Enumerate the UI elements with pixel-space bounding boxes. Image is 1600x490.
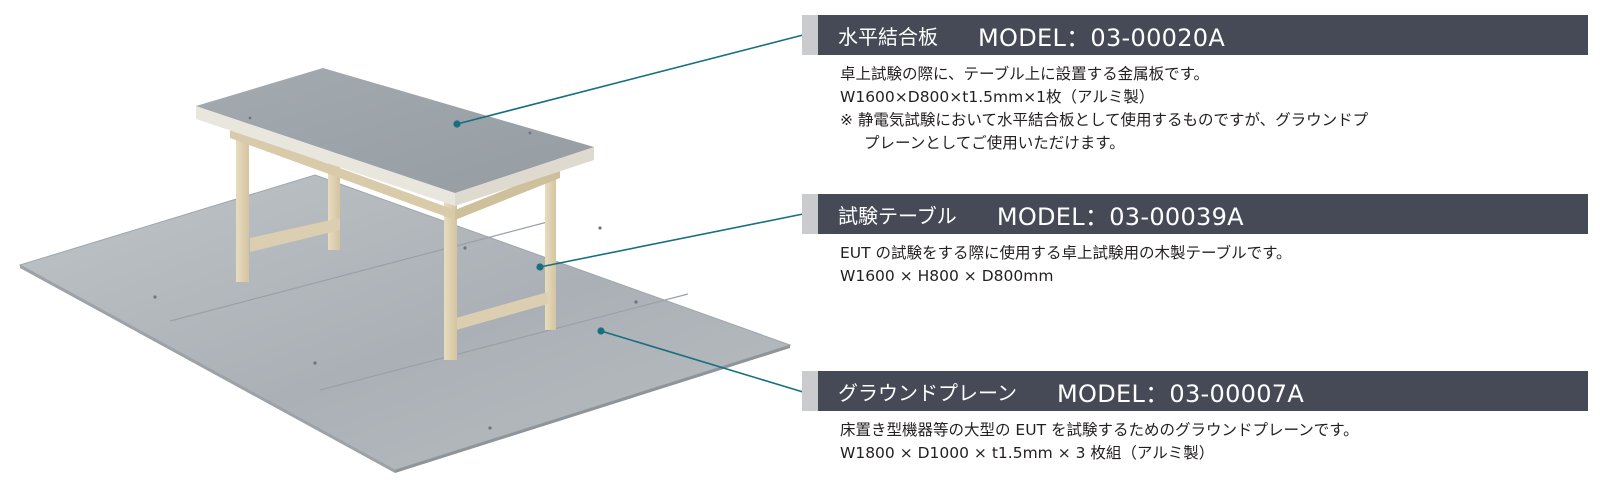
product-model: MODEL：03-00007A (1057, 379, 1305, 408)
description-line: W1800 × D1000 × t1.5mm × 3 枚組（アルミ製） (840, 444, 1215, 462)
product-description: 卓上試験の際に、テーブル上に設置する金属板です。 W1600×D800×t1.5… (818, 63, 1588, 155)
ground-plane (18, 174, 792, 473)
description-line: W1600 × H800 × D800mm (840, 267, 1054, 285)
product-illustration (18, 68, 792, 473)
product-header: 水平結合板 MODEL：03-00020A (802, 15, 1588, 55)
product-header: 試験テーブル MODEL：03-00039A (802, 194, 1588, 234)
product-header: グラウンドプレーン MODEL：03-00007A (802, 371, 1588, 411)
product-model: MODEL：03-00020A (978, 23, 1226, 52)
product-test-table: 試験テーブル MODEL：03-00039A EUT の試験をする際に使用する卓… (802, 194, 1588, 288)
product-name: グラウンドプレーン (838, 380, 1017, 405)
product-ground-plane: グラウンドプレーン MODEL：03-00007A 床置き型機器等の大型の EU… (802, 371, 1588, 465)
product-description: EUT の試験をする際に使用する卓上試験用の木製テーブルです。 W1600 × … (818, 242, 1588, 288)
description-note: ※ 静電気試験において水平結合板として使用するものですが、グラウンドプ (840, 111, 1369, 129)
description-line: 卓上試験の際に、テーブル上に設置する金属板です。 (840, 65, 1210, 83)
product-name: 水平結合板 (838, 24, 938, 49)
description-note-continued: プレーンとしてご使用いただけます。 (864, 134, 1125, 152)
product-description: 床置き型機器等の大型の EUT を試験するためのグラウンドプレーンです。 W18… (818, 419, 1588, 465)
test-table (196, 68, 594, 360)
product-horizontal-coupling-plane: 水平結合板 MODEL：03-00020A 卓上試験の際に、テーブル上に設置する… (802, 15, 1588, 155)
product-name: 試験テーブル (838, 203, 957, 228)
description-line: 床置き型機器等の大型の EUT を試験するためのグラウンドプレーンです。 (840, 421, 1359, 439)
description-line: EUT の試験をする際に使用する卓上試験用の木製テーブルです。 (840, 244, 1292, 262)
product-model: MODEL：03-00039A (996, 202, 1244, 231)
description-line: W1600×D800×t1.5mm×1枚（アルミ製） (840, 88, 1155, 106)
